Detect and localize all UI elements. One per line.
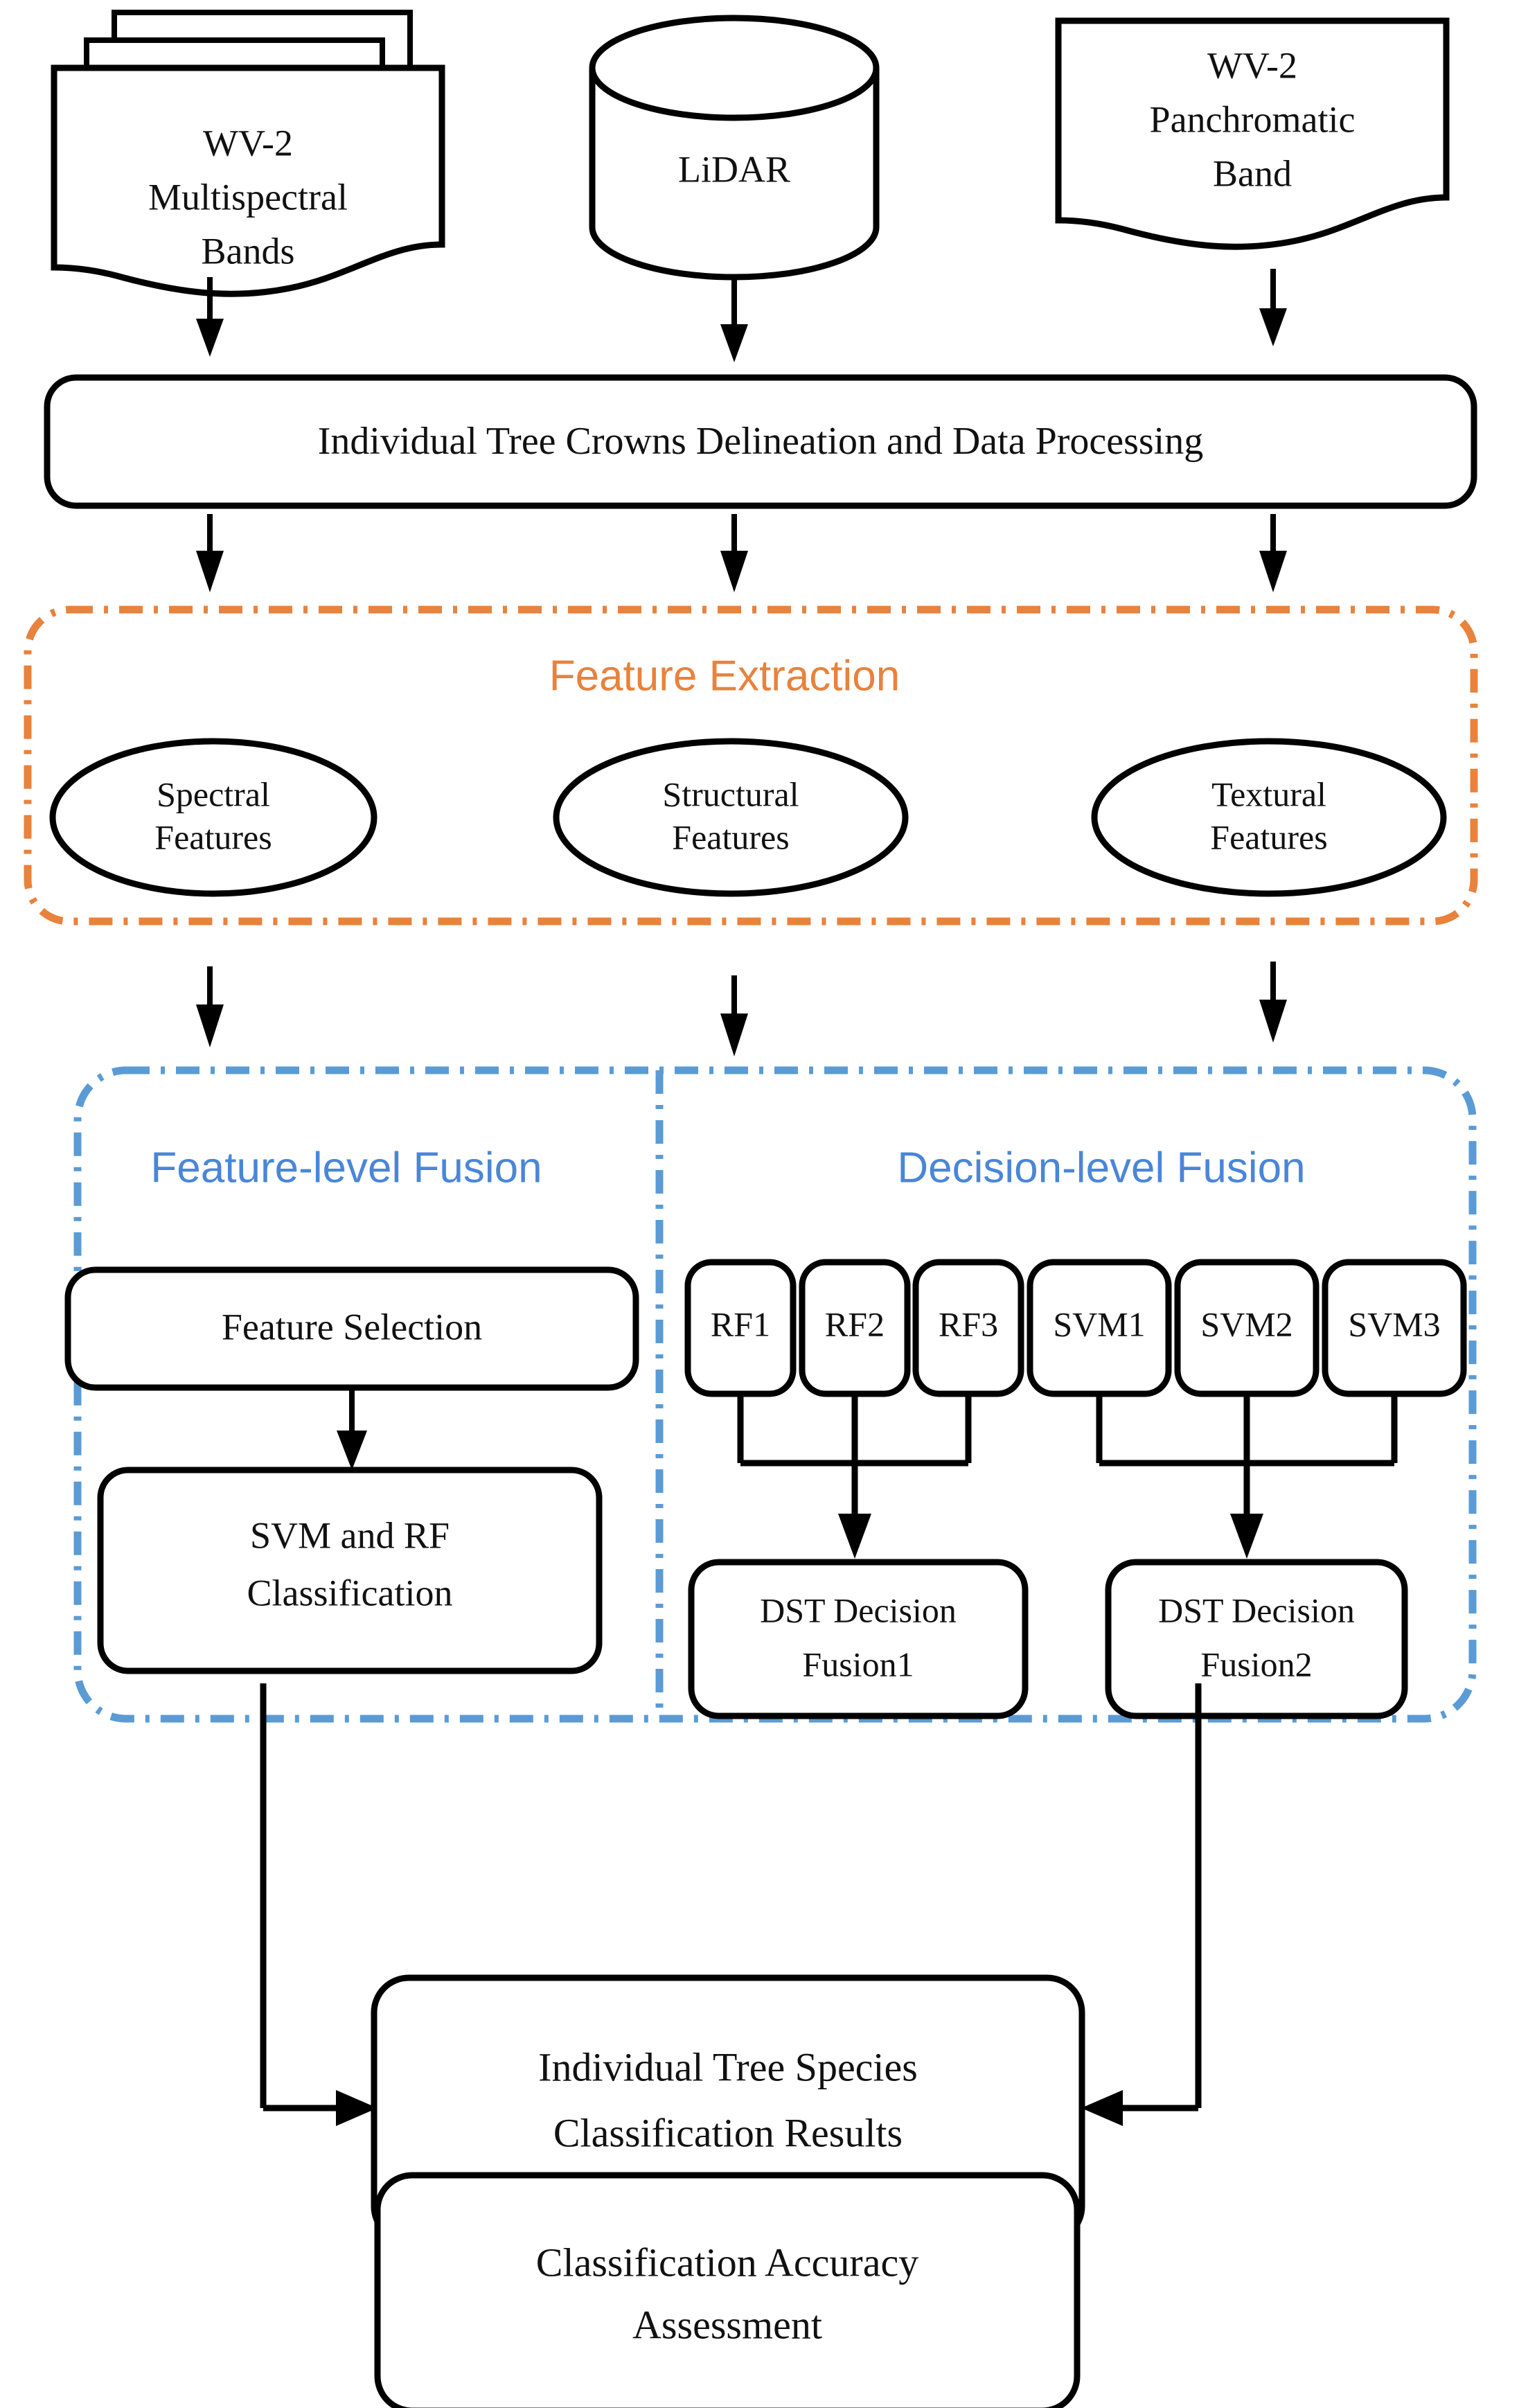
wv2-panchromatic-line1: WV-2 bbox=[1207, 44, 1297, 86]
svm1-label: SVM1 bbox=[1053, 1304, 1145, 1343]
accuracy-assessment-line2: Assessment bbox=[632, 2302, 822, 2347]
arrow-processing-to-features-middle bbox=[720, 514, 748, 592]
arrow-feature-selection-to-classification bbox=[337, 1388, 367, 1470]
fusion-node-dst-2[interactable]: DST Decision Fusion2 bbox=[1105, 1559, 1408, 1719]
arrow-features-to-fusion-left bbox=[196, 966, 224, 1047]
arrow-input-to-processing-right bbox=[1259, 269, 1287, 346]
fusion-node-feature-selection[interactable]: Feature Selection bbox=[64, 1266, 639, 1391]
feature-level-fusion-label: Feature-level Fusion bbox=[150, 1144, 542, 1192]
arrow-features-to-fusion-right bbox=[1259, 962, 1287, 1043]
spectral-features-line1: Spectral bbox=[157, 774, 270, 813]
feature-node-textural[interactable]: Textural Features bbox=[1091, 738, 1447, 897]
wv2-panchromatic-line3: Band bbox=[1213, 152, 1292, 194]
decision-level-fusion-label: Decision-level Fusion bbox=[897, 1144, 1305, 1192]
connector-rf-group-to-dst1 bbox=[737, 1394, 972, 1559]
dst-fusion-1-line1: DST Decision bbox=[760, 1591, 957, 1629]
spectral-features-line2: Features bbox=[154, 817, 272, 856]
classifier-node-svm1[interactable]: SVM1 bbox=[1027, 1259, 1172, 1397]
dst-fusion-1-line2: Fusion1 bbox=[802, 1645, 914, 1683]
wv2-panchromatic-line2: Panchromatic bbox=[1150, 98, 1356, 140]
structural-features-line1: Structural bbox=[662, 774, 799, 813]
connector-svm-group-to-dst2 bbox=[1096, 1394, 1398, 1559]
svm2-label: SVM2 bbox=[1200, 1304, 1292, 1343]
textural-features-line1: Textural bbox=[1211, 774, 1326, 813]
svm3-label: SVM3 bbox=[1348, 1304, 1440, 1343]
classifier-node-svm2[interactable]: SVM2 bbox=[1174, 1259, 1320, 1397]
input-node-wv2-multispectral[interactable]: WV-2 Multispectral Bands bbox=[54, 10, 442, 294]
svm-rf-classification-line1: SVM and RF bbox=[250, 1514, 450, 1556]
classifier-node-rf1[interactable]: RF1 bbox=[684, 1259, 797, 1397]
fusion-node-svm-rf-classification[interactable]: SVM and RF Classification bbox=[97, 1467, 603, 1674]
result-node-accuracy-assessment[interactable]: Classification Accuracy Assessment bbox=[374, 2172, 1081, 2408]
arrow-input-to-processing-left bbox=[196, 277, 224, 357]
dst-fusion-2-line2: Fusion2 bbox=[1200, 1645, 1312, 1683]
input-node-lidar[interactable]: LiDAR bbox=[589, 15, 880, 281]
arrow-processing-to-features-right bbox=[1259, 514, 1287, 592]
feature-extraction-group-border bbox=[24, 605, 1478, 926]
rf3-label: RF3 bbox=[939, 1304, 998, 1343]
fusion-node-dst-1[interactable]: DST Decision Fusion1 bbox=[688, 1559, 1029, 1719]
feature-node-spectral[interactable]: Spectral Features bbox=[49, 738, 377, 897]
wv2-multispectral-line2: Multispectral bbox=[148, 176, 348, 218]
dst-fusion-2-line1: DST Decision bbox=[1158, 1591, 1355, 1629]
input-node-wv2-panchromatic[interactable]: WV-2 Panchromatic Band bbox=[1058, 21, 1446, 247]
feature-extraction-group-label: Feature Extraction bbox=[549, 652, 900, 700]
classifier-node-svm3[interactable]: SVM3 bbox=[1322, 1259, 1467, 1397]
textural-features-line2: Features bbox=[1210, 817, 1327, 856]
feature-selection-label: Feature Selection bbox=[222, 1306, 482, 1347]
arrow-input-to-processing-middle bbox=[720, 277, 748, 362]
connector-feature-level-to-results bbox=[260, 1683, 377, 2126]
classifier-node-rf3[interactable]: RF3 bbox=[912, 1259, 1024, 1397]
structural-features-line2: Features bbox=[672, 817, 789, 856]
accuracy-assessment-line1: Classification Accuracy bbox=[536, 2240, 918, 2285]
arrow-processing-to-features-left bbox=[196, 514, 224, 592]
svm-rf-classification-line2: Classification bbox=[247, 1572, 453, 1613]
rf1-label: RF1 bbox=[711, 1304, 770, 1343]
classifier-node-rf2[interactable]: RF2 bbox=[799, 1259, 911, 1397]
classification-results-line2: Classification Results bbox=[553, 2110, 903, 2155]
connector-decision-level-to-results bbox=[1081, 1683, 1202, 2126]
wv2-multispectral-line1: WV-2 bbox=[203, 122, 293, 163]
itc-delineation-label: Individual Tree Crowns Delineation and D… bbox=[318, 420, 1203, 463]
process-node-itc-delineation[interactable]: Individual Tree Crowns Delineation and D… bbox=[44, 374, 1477, 509]
rf2-label: RF2 bbox=[825, 1304, 885, 1343]
wv2-multispectral-line3: Bands bbox=[202, 230, 295, 272]
lidar-label: LiDAR bbox=[678, 148, 790, 190]
feature-node-structural[interactable]: Structural Features bbox=[553, 738, 909, 897]
arrow-features-to-fusion-middle bbox=[720, 975, 748, 1056]
classification-results-line1: Individual Tree Species bbox=[538, 2044, 918, 2089]
